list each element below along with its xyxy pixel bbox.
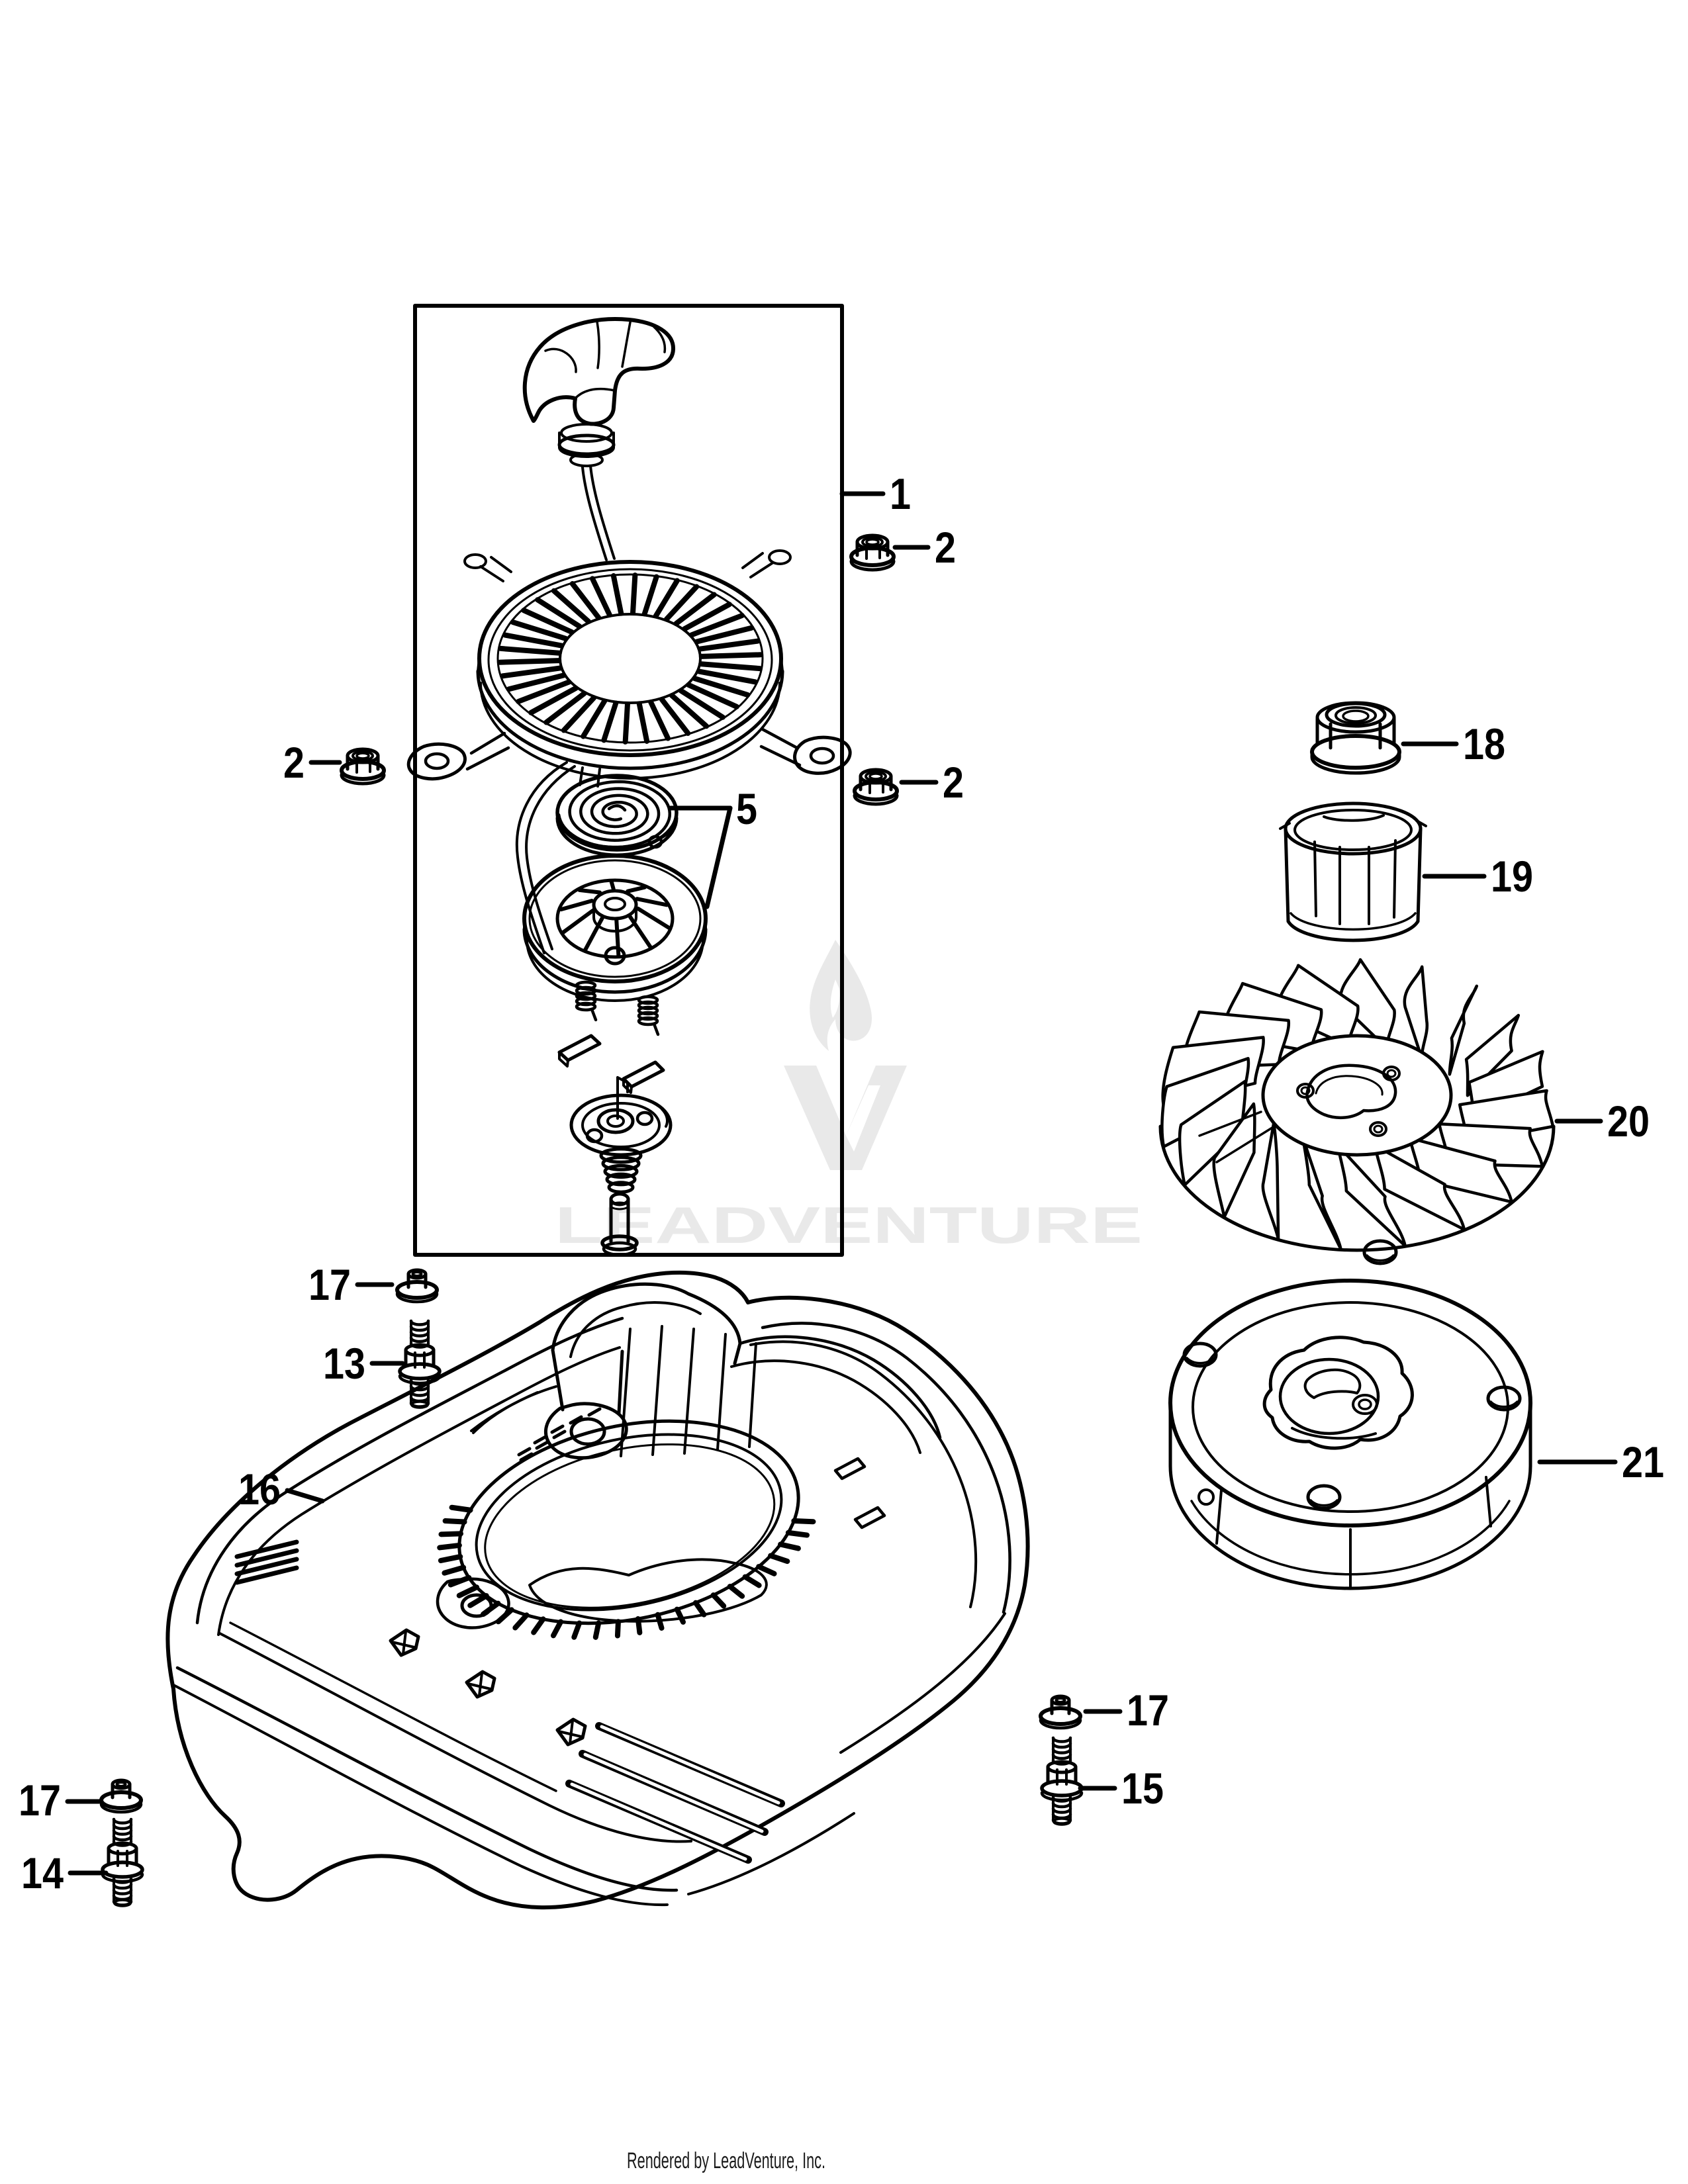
center-pin xyxy=(600,1192,639,1257)
left-louvers xyxy=(234,1539,299,1585)
callout-20-flywheel-fan: 20 xyxy=(1554,1097,1650,1146)
callout-14-stud: 14 xyxy=(21,1848,109,1897)
starter-mounting-legs xyxy=(406,549,852,788)
callout-21-flywheel: 21 xyxy=(1537,1437,1664,1486)
flywheel xyxy=(1168,1239,1532,1590)
callout-2-flange-lock-nut: 2 xyxy=(899,758,964,807)
recoil-spring xyxy=(555,774,679,857)
callout-label: 17 xyxy=(19,1776,61,1825)
callout-label: 15 xyxy=(1121,1764,1164,1813)
callout-label: 2 xyxy=(935,523,956,572)
callout-label: 16 xyxy=(238,1465,281,1514)
bottom-louvers xyxy=(565,1722,785,1864)
flywheel-fan xyxy=(1158,958,1556,1252)
callout-17-flange-nut: 17 xyxy=(1083,1686,1169,1735)
callout-1-recoil-starter-assembly: 1 xyxy=(839,469,911,518)
callout-16-blower-housing: 16 xyxy=(238,1465,325,1514)
callout-label: 17 xyxy=(1127,1686,1169,1735)
callout-2-flange-lock-nut: 2 xyxy=(283,738,342,787)
callout-15-stud: 15 xyxy=(1078,1764,1164,1813)
callout-label: 17 xyxy=(308,1260,351,1309)
footer-credit: Rendered by LeadVenture, Inc. xyxy=(627,2148,825,2173)
blower-housing xyxy=(165,1270,1030,1910)
callout-label: 14 xyxy=(21,1848,64,1897)
callout-label: 5 xyxy=(736,784,757,833)
leadventure-watermark: LEADVENTURE xyxy=(555,940,1143,1254)
callout-5-recoil-spring-and-pulley: 5 xyxy=(668,784,757,909)
callout-label: 20 xyxy=(1607,1097,1650,1146)
flywheel-nut xyxy=(1310,701,1401,775)
callout-17-flange-nut: 17 xyxy=(308,1260,395,1309)
deck-clips xyxy=(389,1628,587,1747)
callout-label: 18 xyxy=(1463,719,1505,768)
recoil-starter-assembly xyxy=(406,317,852,1257)
callout-label: 21 xyxy=(1622,1437,1664,1486)
watermark-text: LEADVENTURE xyxy=(555,1196,1143,1254)
starter-cup xyxy=(1279,801,1427,942)
callout-2-flange-lock-nut: 2 xyxy=(892,523,956,572)
starter-handle xyxy=(522,317,676,467)
callout-label: 2 xyxy=(943,758,964,807)
watermark-v-icon xyxy=(784,1066,907,1170)
starter-housing xyxy=(476,560,784,780)
callout-label: 19 xyxy=(1491,852,1533,901)
starter-retainer xyxy=(569,1076,673,1157)
starter-rope xyxy=(515,465,616,954)
callout-18-flywheel-nut: 18 xyxy=(1401,719,1505,768)
fasteners xyxy=(99,533,1084,1907)
callout-label: 1 xyxy=(890,469,911,518)
callout-label: 2 xyxy=(283,738,305,787)
starter-pulley xyxy=(522,854,708,1002)
callout-label: 13 xyxy=(323,1339,365,1388)
flywheel-bolt-holes xyxy=(1182,1239,1522,1510)
brake-spring xyxy=(599,1147,643,1194)
callout-13-stud: 13 xyxy=(323,1339,405,1388)
pawl-springs xyxy=(575,980,660,1036)
callout-17-flange-nut: 17 xyxy=(19,1776,102,1825)
starter-pawls xyxy=(557,1034,665,1094)
callout-19-starter-cup: 19 xyxy=(1422,852,1533,901)
